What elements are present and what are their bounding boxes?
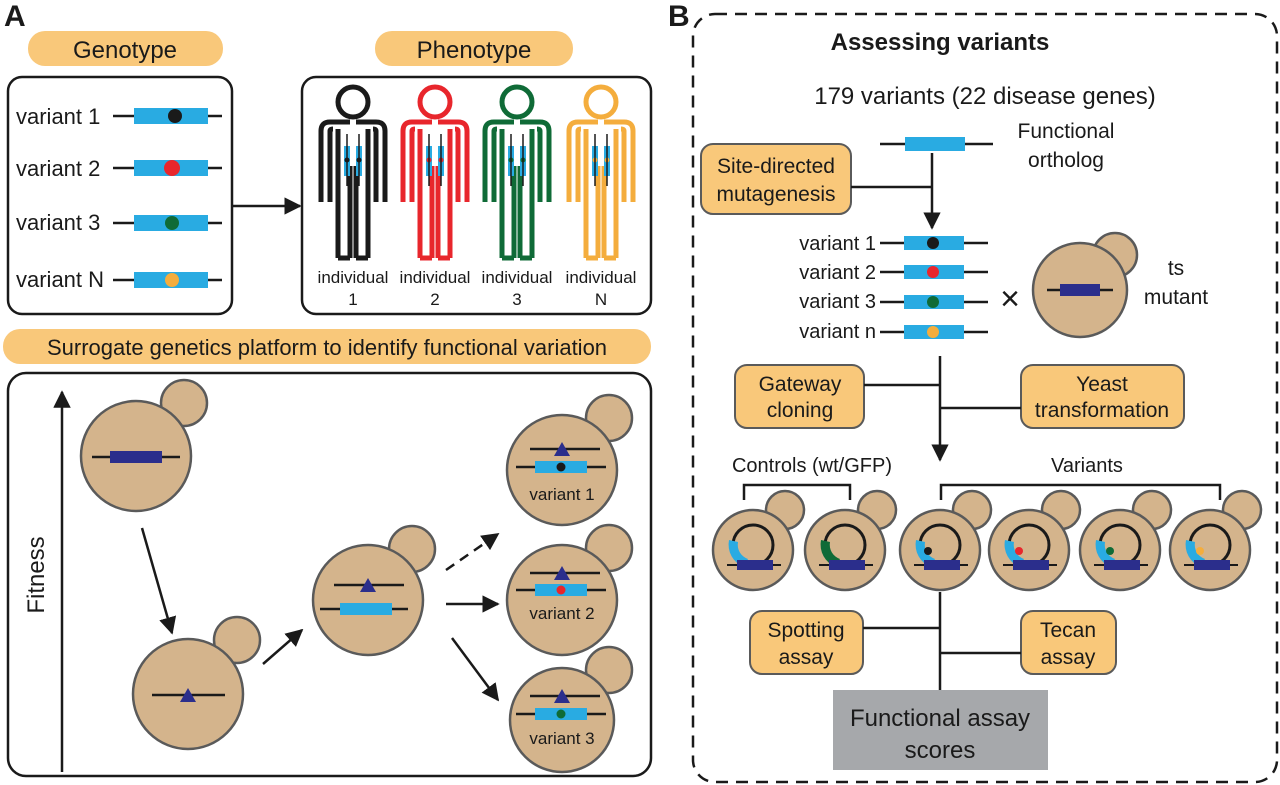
individual-figure	[482, 84, 552, 261]
functional-scores-box	[833, 690, 1048, 770]
variant-list-b: variant 1 variant 2 variant 3 variant n	[799, 233, 988, 343]
functional-scores-line1: Functional assay	[850, 705, 1030, 732]
controls-label: Controls (wt/GFP)	[732, 455, 892, 477]
genotype-variant-row: variant 2	[16, 156, 222, 181]
panel-a-letter: A	[4, 0, 26, 33]
cell-variant-label: variant 2	[529, 604, 594, 623]
genotype-variant-row: variant 1	[16, 104, 222, 129]
individual-figures	[318, 84, 636, 261]
individual-number: N	[595, 290, 607, 309]
genotype-variant-row: variant N	[16, 267, 222, 292]
phenotype-pill	[375, 31, 573, 66]
variant-count-line: 179 variants (22 disease genes)	[814, 83, 1156, 110]
yeast-cell-variant: variant 2	[505, 523, 634, 657]
assessing-variants-title: Assessing variants	[831, 29, 1050, 56]
plasmid-cell-variant	[1078, 489, 1173, 592]
ortholog-label-line1: Functional	[1018, 120, 1115, 143]
mutagenesis-box	[700, 143, 852, 215]
yeast-label-line1: Yeast	[1076, 373, 1128, 396]
ortholog-gene-bar	[905, 137, 965, 151]
variant-label: variant 3	[799, 291, 876, 313]
individual-word: individual	[482, 268, 553, 287]
yeast-label-line2: transformation	[1035, 399, 1169, 422]
fitness-flow-arrows	[140, 527, 500, 702]
plasmid-cell-gfp	[803, 489, 898, 592]
individual-captions: individual 1 individual 2 individual 3 i…	[318, 268, 637, 309]
variant-dot	[165, 216, 179, 230]
mutagenesis-label-line2: mutagenesis	[716, 183, 835, 206]
genotype-variant-label: variant 2	[16, 156, 100, 181]
individual-word: individual	[566, 268, 637, 287]
yeast-transformation-box	[1020, 364, 1185, 429]
gateway-label-line1: Gateway	[759, 373, 842, 396]
individual-word: individual	[318, 268, 389, 287]
yeast-cell-wildtype	[79, 378, 209, 513]
yeast-cell-variant: variant 1	[505, 393, 634, 527]
spotting-label-line2: assay	[779, 646, 834, 669]
gateway-box	[734, 364, 865, 429]
individual-figure	[566, 84, 636, 261]
genotype-variant-list: variant 1 variant 2 variant 3 variant N	[16, 104, 222, 292]
yeast-cell-complemented	[311, 524, 437, 657]
variant-row: variant 1	[799, 233, 988, 255]
plasmid-cell-wt	[711, 489, 806, 592]
genotype-box	[6, 75, 234, 316]
phenotype-box	[300, 75, 653, 316]
genotype-variant-label: variant 3	[16, 210, 100, 235]
platform-title: Surrogate genetics platform to identify …	[47, 335, 607, 360]
variant-label: variant 2	[799, 262, 876, 284]
spotting-label-line1: Spotting	[767, 619, 844, 642]
mutagenesis-label-line1: Site-directed	[717, 155, 835, 178]
variant-row: variant 3	[799, 291, 988, 313]
plasmid-cell-variant	[987, 489, 1082, 592]
variant-dot	[164, 160, 180, 176]
variant-label: variant n	[799, 321, 876, 343]
cell-variant-label: variant 1	[529, 485, 594, 504]
tecan-assay-box	[1020, 610, 1117, 675]
ortholog-label-line2: ortholog	[1028, 149, 1104, 172]
individual-number: 1	[348, 290, 357, 309]
genotype-variant-label: variant N	[16, 267, 104, 292]
gene-bar	[110, 451, 162, 463]
genotype-variant-row: variant 3	[16, 210, 222, 235]
platform-box	[6, 371, 653, 778]
individual-word: individual	[400, 268, 471, 287]
variant-row: variant n	[799, 321, 988, 343]
variants-label: Variants	[1051, 455, 1123, 477]
spotting-assay-box	[749, 610, 864, 675]
yeast-cell-deletion	[131, 615, 262, 751]
cross-symbol: ×	[1000, 280, 1020, 318]
plasmid-cells	[711, 489, 1263, 592]
yeast-cell-variant: variant 3	[508, 645, 634, 774]
variant-row: variant 2	[799, 262, 988, 284]
controls-bracket	[742, 483, 852, 500]
tecan-label-line2: assay	[1041, 646, 1096, 669]
variant-dot	[165, 273, 179, 287]
tecan-label-line1: Tecan	[1040, 619, 1096, 642]
panel-b-letter: B	[668, 0, 690, 33]
plasmid-cell-variant	[1168, 489, 1263, 592]
phenotype-label: Phenotype	[417, 37, 532, 64]
variants-bracket	[939, 483, 1222, 500]
functional-scores-line2: scores	[905, 737, 976, 764]
mutant-label: mutant	[1144, 286, 1208, 309]
variant-dot	[168, 109, 182, 123]
individual-number: 3	[512, 290, 521, 309]
ts-mutant-cell	[1031, 231, 1139, 339]
platform-pill	[3, 329, 651, 364]
individual-figure	[318, 84, 388, 261]
fitness-axis-label: Fitness	[23, 536, 50, 613]
gateway-label-line2: cloning	[767, 399, 834, 422]
plasmid-cell-variant	[898, 489, 993, 592]
individual-figure	[400, 84, 470, 261]
assessing-variants-box	[691, 12, 1279, 784]
ts-label: ts	[1168, 257, 1184, 280]
genotype-variant-label: variant 1	[16, 104, 100, 129]
genotype-label: Genotype	[73, 37, 177, 64]
cell-variant-label: variant 3	[529, 729, 594, 748]
individual-number: 2	[430, 290, 439, 309]
genotype-pill	[28, 31, 223, 66]
variant-label: variant 1	[799, 233, 876, 255]
